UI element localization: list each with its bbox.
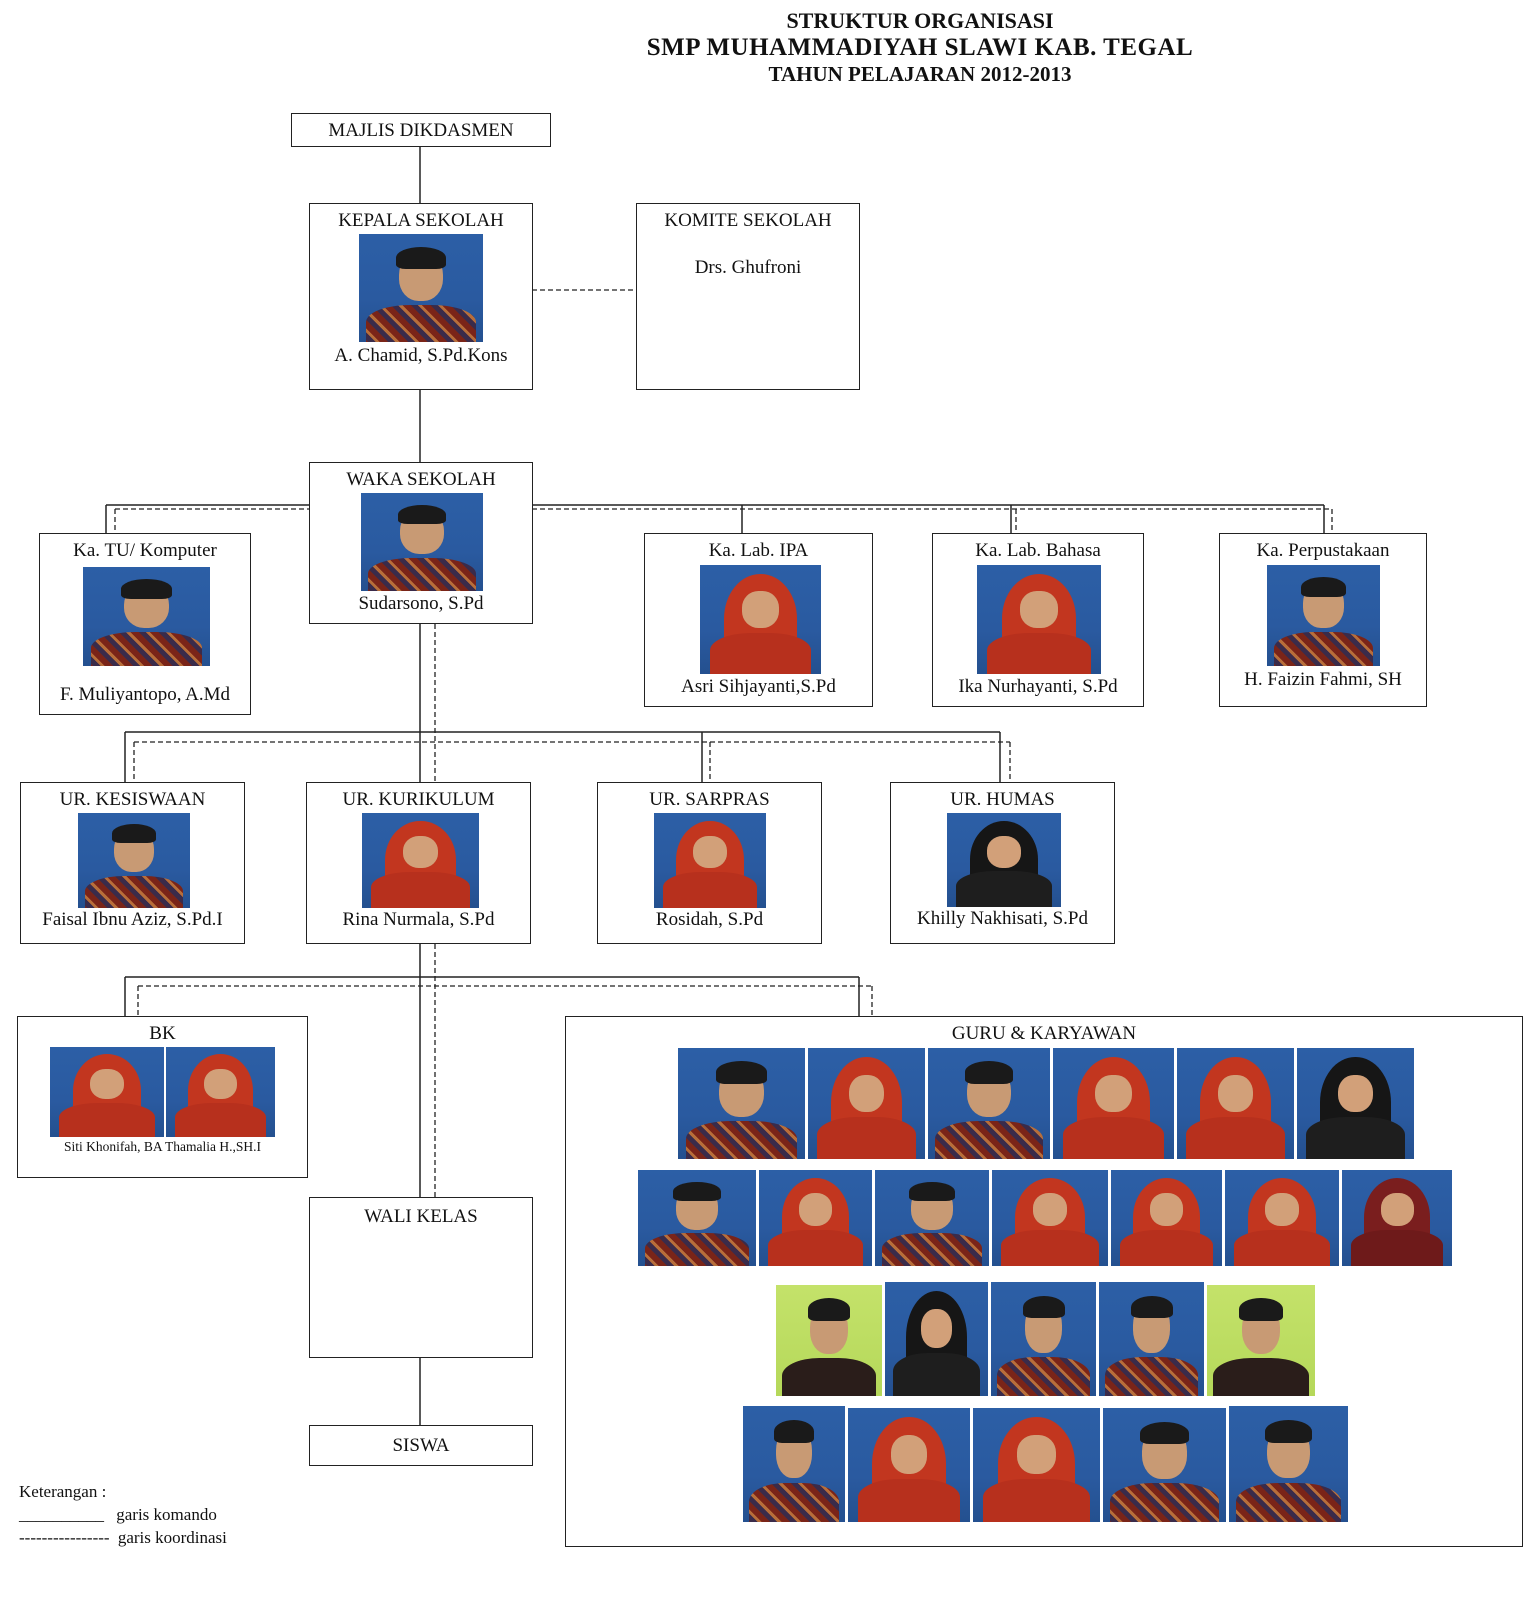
person-name: Rina Nurmala, S.Pd xyxy=(342,909,495,930)
staff-photo xyxy=(991,1282,1096,1396)
node-title: UR. KURIKULUM xyxy=(342,789,495,810)
node-ur-kurikulum: UR. KURIKULUM Rina Nurmala, S.Pd xyxy=(306,782,531,944)
legend-solid-line: __________ garis komando xyxy=(19,1505,217,1525)
staff-photo xyxy=(928,1048,1050,1159)
legend-dashed-line: ---------------- garis koordinasi xyxy=(19,1528,227,1548)
staff-photo xyxy=(1103,1408,1226,1522)
school-year: TAHUN PELAJARAN 2012-2013 xyxy=(768,62,1072,86)
node-title: Ka. Lab. IPA xyxy=(708,540,809,561)
staff-photo xyxy=(759,1170,872,1266)
staff-photo xyxy=(875,1170,989,1266)
node-bk: BK Siti Khonifah, BA Thamalia H.,SH.I xyxy=(17,1016,308,1178)
staff-photo xyxy=(638,1170,756,1266)
node-title: UR. KESISWAAN xyxy=(59,789,206,810)
staff-photo xyxy=(1111,1170,1222,1266)
staff-photo xyxy=(808,1048,925,1159)
person-name: H. Faizin Fahmi, SH xyxy=(1244,669,1402,690)
portrait-photo xyxy=(947,813,1061,907)
node-title: BK xyxy=(149,1023,176,1044)
portrait-photo xyxy=(359,234,483,342)
person-name: Asri Sihjayanti,S.Pd xyxy=(681,676,836,697)
person-names: Siti Khonifah, BA Thamalia H.,SH.I xyxy=(64,1139,261,1154)
portrait-photo xyxy=(700,565,821,674)
person-name: Rosidah, S.Pd xyxy=(655,909,764,930)
staff-photo xyxy=(1099,1282,1204,1396)
chart-title: STRUKTUR ORGANISASI xyxy=(786,8,1054,33)
staff-photo xyxy=(1177,1048,1294,1159)
portrait-photo xyxy=(50,1047,164,1137)
staff-photo xyxy=(1229,1406,1348,1522)
person-name: Sudarsono, S.Pd xyxy=(358,593,484,614)
staff-photo xyxy=(973,1408,1100,1522)
staff-photo xyxy=(1207,1285,1315,1396)
person-name: Drs. Ghufroni xyxy=(694,257,802,278)
node-waka-sekolah: WAKA SEKOLAH Sudarsono, S.Pd xyxy=(309,462,533,624)
portrait-photo xyxy=(78,813,190,908)
staff-photo xyxy=(1342,1170,1452,1266)
person-name: A. Chamid, S.Pd.Kons xyxy=(334,345,508,366)
legend-solid-mark: __________ xyxy=(19,1505,104,1524)
node-ur-kesiswaan: UR. KESISWAAN Faisal Ibnu Aziz, S.Pd.I xyxy=(20,782,245,944)
person-name: F. Muliyantopo, A.Md xyxy=(59,684,231,705)
node-ka-tu-komputer: Ka. TU/ Komputer F. Muliyantopo, A.Md xyxy=(39,533,251,715)
staff-photo xyxy=(1225,1170,1339,1266)
node-title: GURU & KARYAWAN xyxy=(951,1023,1137,1044)
node-title: Ka. Lab. Bahasa xyxy=(975,540,1101,561)
node-ur-sarpras: UR. SARPRAS Rosidah, S.Pd xyxy=(597,782,822,944)
portrait-photo xyxy=(1267,565,1380,666)
staff-photo xyxy=(848,1408,970,1522)
portrait-photo xyxy=(361,493,483,591)
node-title: KEPALA SEKOLAH xyxy=(338,210,504,231)
portrait-photo xyxy=(166,1047,275,1137)
school-name: SMP MUHAMMADIYAH SLAWI KAB. TEGAL xyxy=(646,34,1194,61)
node-title: MAJLIS DIKDASMEN xyxy=(328,120,514,141)
staff-photo xyxy=(992,1170,1108,1266)
node-title: WAKA SEKOLAH xyxy=(346,469,496,490)
person-name: Khilly Nakhisati, S.Pd xyxy=(916,908,1088,929)
person-name: Ika Nurhayanti, S.Pd xyxy=(958,676,1118,697)
node-ka-lab-ipa: Ka. Lab. IPA Asri Sihjayanti,S.Pd xyxy=(644,533,873,707)
node-title: Ka. TU/ Komputer xyxy=(73,540,217,561)
legend-heading: Keterangan : xyxy=(19,1482,107,1501)
staff-photo xyxy=(678,1048,805,1159)
portrait-photo xyxy=(977,565,1101,674)
node-title: Ka. Perpustakaan xyxy=(1256,540,1390,561)
portrait-photo xyxy=(83,567,210,666)
node-siswa: SISWA xyxy=(309,1425,533,1466)
node-title: UR. SARPRAS xyxy=(649,789,770,810)
legend-solid-text: garis komando xyxy=(116,1505,217,1524)
node-wali-kelas: WALI KELAS xyxy=(309,1197,533,1358)
node-majlis-dikdasmen: MAJLIS DIKDASMEN xyxy=(291,113,551,147)
node-title: SISWA xyxy=(392,1435,450,1456)
node-komite-sekolah: KOMITE SEKOLAH Drs. Ghufroni xyxy=(636,203,860,390)
node-ka-perpustakaan: Ka. Perpustakaan H. Faizin Fahmi, SH xyxy=(1219,533,1427,707)
person-name: Faisal Ibnu Aziz, S.Pd.I xyxy=(42,909,223,930)
node-ur-humas: UR. HUMAS Khilly Nakhisati, S.Pd xyxy=(890,782,1115,944)
legend-dashed-mark: ---------------- xyxy=(19,1528,110,1547)
legend-dashed-text: garis koordinasi xyxy=(117,1528,227,1547)
node-kepala-sekolah: KEPALA SEKOLAH A. Chamid, S.Pd.Kons xyxy=(309,203,533,390)
node-title: WALI KELAS xyxy=(364,1206,478,1227)
staff-photo xyxy=(1053,1048,1174,1159)
staff-photo xyxy=(885,1282,988,1396)
staff-photo xyxy=(743,1406,845,1522)
node-ka-lab-bahasa: Ka. Lab. Bahasa Ika Nurhayanti, S.Pd xyxy=(932,533,1144,707)
portrait-photo xyxy=(654,813,766,908)
node-title: KOMITE SEKOLAH xyxy=(664,210,832,231)
staff-photo xyxy=(776,1285,882,1396)
node-title: UR. HUMAS xyxy=(950,789,1055,810)
portrait-photo xyxy=(362,813,479,908)
staff-photo xyxy=(1297,1048,1414,1159)
